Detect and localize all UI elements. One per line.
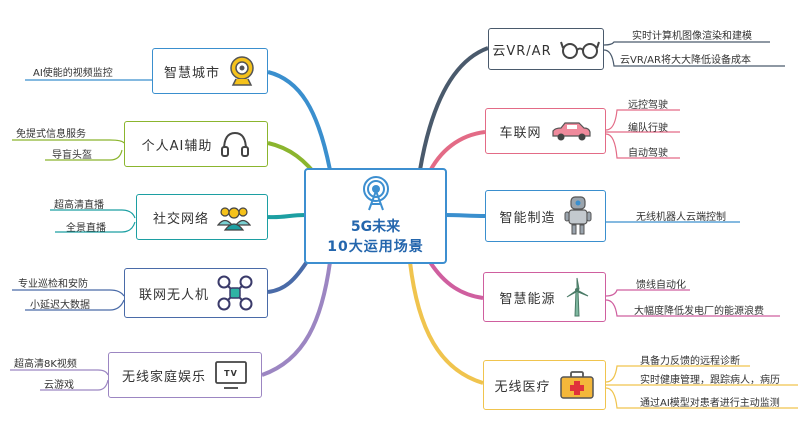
headphones-icon: [220, 130, 250, 158]
first-aid-kit-icon: [559, 370, 595, 400]
antenna-icon: [359, 176, 393, 212]
leaf-social-2: 全景直播: [66, 223, 106, 234]
tv-icon: TV: [214, 360, 248, 390]
leaf-drone-2: 小延迟大数据: [30, 300, 90, 311]
branch-label: 车联网: [499, 125, 542, 141]
leaf-vehicle-2: 编队行驶: [628, 123, 668, 134]
tv-label: TV: [224, 369, 238, 378]
branch-smart-manufacturing[interactable]: 智能制造: [485, 190, 606, 242]
branch-home-entertainment[interactable]: 无线家庭娱乐 TV: [108, 352, 262, 398]
central-title-line1: 5G未来: [350, 219, 401, 235]
leaf-vehicle-3: 自动驾驶: [628, 148, 668, 159]
branch-ai-assist[interactable]: 个人AI辅助: [124, 121, 268, 167]
people-icon: [216, 203, 252, 231]
leaf-social-1: 超高清直播: [54, 200, 104, 211]
wind-turbine-icon: [564, 277, 590, 317]
leaf-medical-2: 实时健康管理，跟踪病人，病历: [640, 375, 780, 386]
drone-icon: [217, 275, 253, 311]
branch-label: 云VR/AR: [492, 43, 552, 59]
branch-label: 无线医疗: [494, 379, 551, 395]
glasses-icon: [559, 38, 600, 60]
branch-label: 社交网络: [152, 211, 209, 227]
webcam-icon: [228, 56, 256, 86]
branch-smart-energy[interactable]: 智慧能源: [483, 272, 606, 322]
leaf-home-1: 超高清8K视频: [14, 359, 77, 370]
branch-label: 联网无人机: [138, 287, 209, 303]
branch-vr-ar[interactable]: 云VR/AR: [488, 28, 604, 70]
leaf-ai-assist-2: 导盲头盔: [52, 150, 92, 161]
central-topic[interactable]: 5G未来 10大运用场景: [304, 168, 447, 264]
leaf-medical-3: 通过AI模型对患者进行主动监测: [640, 398, 780, 409]
leaf-ai-assist-1: 免提式信息服务: [16, 129, 86, 140]
leaf-energy-2: 大幅度降低发电厂的能源浪费: [634, 306, 764, 317]
branch-label: 智能制造: [499, 210, 556, 226]
branch-wireless-medical[interactable]: 无线医疗: [483, 360, 606, 410]
leaf-smart-city-1: AI使能的视频监控: [33, 68, 113, 79]
branch-label: 智慧能源: [499, 291, 556, 307]
car-icon: [550, 120, 592, 142]
leaf-vr-2: 云VR/AR将大大降低设备成本: [620, 55, 751, 66]
branch-label: 个人AI辅助: [141, 138, 213, 154]
branch-social[interactable]: 社交网络: [136, 194, 268, 240]
branch-drone[interactable]: 联网无人机: [124, 268, 268, 318]
leaf-vehicle-1: 远控驾驶: [628, 100, 668, 111]
leaf-energy-1: 馈线自动化: [636, 280, 686, 291]
branch-vehicle-network[interactable]: 车联网: [485, 108, 606, 154]
leaf-medical-1: 具备力反馈的远程诊断: [640, 356, 740, 367]
branch-label: 智慧城市: [163, 65, 220, 81]
leaf-drone-1: 专业巡检和安防: [18, 279, 88, 290]
leaf-home-2: 云游戏: [44, 380, 74, 391]
leaf-vr-1: 实时计算机图像渲染和建模: [632, 31, 752, 42]
robot-icon: [564, 196, 592, 236]
branch-label: 无线家庭娱乐: [121, 369, 206, 385]
central-title-line2: 10大运用场景: [327, 239, 424, 255]
branch-smart-city[interactable]: 智慧城市: [152, 48, 268, 94]
leaf-manufacturing-1: 无线机器人云端控制: [636, 212, 726, 223]
